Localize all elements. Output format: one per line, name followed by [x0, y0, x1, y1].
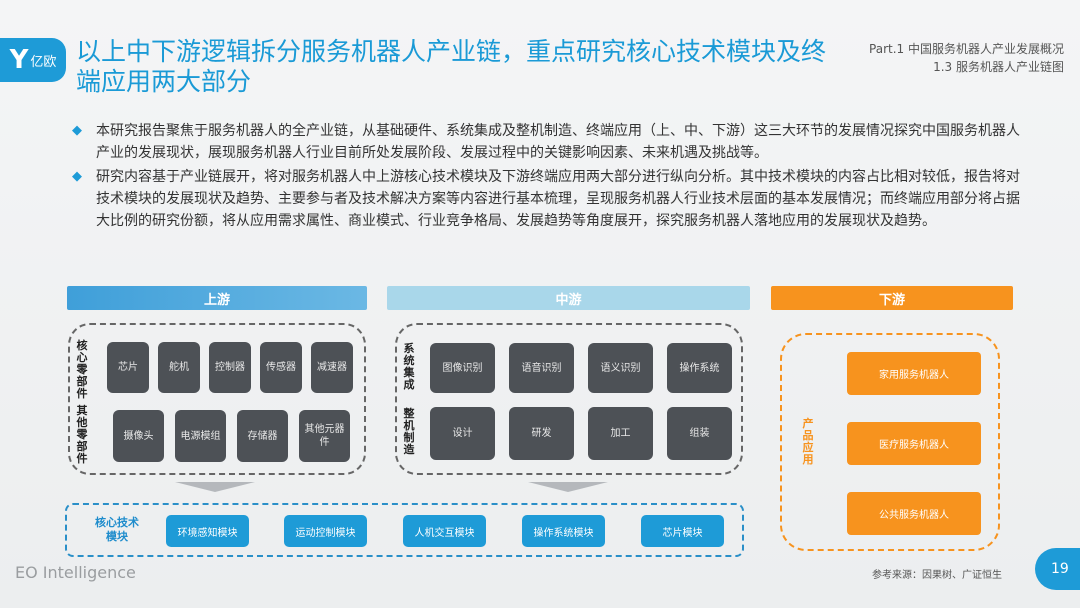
core-part-box: 减速器 [311, 342, 353, 393]
core-tech-group [65, 503, 744, 557]
page-title: 以上中下游逻辑拆分服务机器人产业链，重点研究核心技术模块及终端应用两大部分 [76, 37, 827, 96]
manufacturing-box: 研发 [509, 407, 574, 460]
core-part-box: 芯片 [107, 342, 149, 393]
core-part-box: 控制器 [209, 342, 251, 393]
page-number: 19 [1035, 548, 1080, 590]
core-tech-module: 环境感知模块 [166, 515, 249, 547]
system-box: 操作系统 [667, 343, 732, 393]
other-part-box: 存储器 [237, 410, 288, 462]
application-box: 家用服务机器人 [847, 352, 981, 395]
product-application-label: 产品应用 [802, 417, 814, 466]
midstream-header: 中游 [387, 286, 750, 310]
system-box: 语义识别 [588, 343, 653, 393]
core-tech-label: 核心技术模块 [95, 516, 139, 543]
manufacturing-box: 加工 [588, 407, 653, 460]
application-box: 医疗服务机器人 [847, 422, 981, 465]
downstream-group [780, 333, 1000, 551]
source-note: 参考来源：因果树、广证恒生 [872, 570, 1002, 581]
bullet-text: 研究内容基于产业链展开，将对服务机器人中上游核心技术模块及下游终端应用两大部分进… [96, 169, 1020, 229]
application-box: 公共服务机器人 [847, 492, 981, 535]
core-tech-module: 操作系统模块 [522, 515, 605, 547]
diamond-icon: ◆ [72, 123, 82, 138]
footer-brand: EO Intelligence [15, 563, 136, 582]
part-title: Part.1 中国服务机器人产业发展概况 [869, 42, 1064, 56]
system-box: 图像识别 [430, 343, 495, 393]
other-part-box: 摄像头 [113, 410, 164, 462]
other-part-box: 电源模组 [175, 410, 226, 462]
core-parts-label: 核心零部件 [76, 339, 88, 400]
upstream-header: 上游 [67, 286, 367, 310]
down-arrow-icon [528, 482, 608, 492]
bullet-item: ◆ 研究内容基于产业链展开，将对服务机器人中上游核心技术模块及下游终端应用两大部分… [72, 166, 1032, 232]
other-parts-label: 其他零部件 [76, 404, 88, 465]
bullet-item: ◆ 本研究报告聚焦于服务机器人的全产业链，从基础硬件、系统集成及整机制造、终端应用… [72, 120, 1032, 164]
manufacturing-box: 组装 [667, 407, 732, 460]
down-arrow-icon [175, 482, 255, 492]
bullet-list: ◆ 本研究报告聚焦于服务机器人的全产业链，从基础硬件、系统集成及整机制造、终端应用… [72, 120, 1032, 234]
core-tech-module: 芯片模块 [641, 515, 724, 547]
bullet-text: 本研究报告聚焦于服务机器人的全产业链，从基础硬件、系统集成及整机制造、终端应用（… [96, 123, 1020, 161]
section-label: Part.1 中国服务机器人产业发展概况 1.3 服务机器人产业链图 [869, 40, 1064, 76]
logo-text: 亿欧 [30, 54, 57, 70]
midstream-group [395, 323, 743, 475]
core-tech-module: 运动控制模块 [284, 515, 367, 547]
section-title: 1.3 服务机器人产业链图 [933, 60, 1064, 74]
diamond-icon: ◆ [72, 169, 82, 184]
other-part-box: 其他元器件 [299, 410, 350, 462]
core-part-box: 传感器 [260, 342, 302, 393]
core-part-box: 舵机 [158, 342, 200, 393]
system-integration-label: 系统集成 [403, 342, 415, 391]
logo-y-icon: Y [9, 45, 29, 75]
core-tech-module: 人机交互模块 [403, 515, 486, 547]
upstream-group [68, 323, 366, 475]
manufacturing-label: 整机制造 [403, 407, 415, 456]
system-box: 语音识别 [509, 343, 574, 393]
downstream-header: 下游 [771, 286, 1013, 310]
manufacturing-box: 设计 [430, 407, 495, 460]
